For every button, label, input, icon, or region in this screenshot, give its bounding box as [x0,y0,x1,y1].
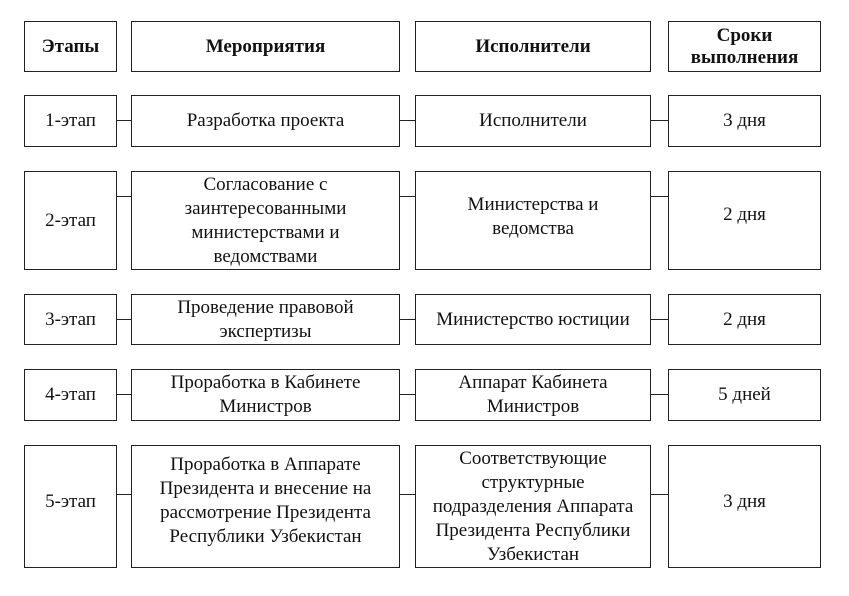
stage-box-3: 3-этап [24,294,117,345]
executor-line: Министров [486,396,580,417]
executor-box-1: Исполнители [415,95,651,147]
activity-line: ведомствами [213,245,318,267]
deadline-box-4: 5 дней [668,369,821,421]
deadline-label: 3 дня [723,490,766,512]
activity-text: Разработка проекта [187,109,345,133]
executor-box-4: Аппарат Кабинета Министров [415,369,651,421]
header-deadline-line2: выполнения [690,46,799,68]
connector-line [400,120,415,121]
connector-line [651,196,668,197]
deadline-label: 2 дня [723,203,766,225]
activity-text: Проведение правовой экспертизы [177,296,353,344]
deadline-label: 2 дня [723,308,766,330]
deadline-label: 3 дня [723,110,766,131]
connector-line [651,120,668,121]
executor-line: Узбекистан [486,543,580,565]
connector-line [117,494,131,495]
activity-line: Республики Узбекистан [169,525,362,547]
deadline-box-3: 2 дня [668,294,821,345]
activity-line: экспертизы [219,320,312,342]
executor-line: Министерства и [467,193,599,215]
header-executors: Исполнители [415,21,651,72]
connector-line [117,196,131,197]
executor-line: Аппарат Кабинета [458,372,608,393]
connector-line [400,494,415,495]
stage-label: 4-этап [45,384,96,405]
executor-line: Министерство юстиции [436,308,630,330]
header-deadline-label: Сроки выполнения [691,25,799,69]
activity-box-1: Разработка проекта [131,95,400,147]
stage-box-5: 5-этап [24,445,117,568]
connector-line [651,319,668,320]
activity-line: заинтересованными [184,197,347,219]
executor-text: Министерство юстиции [436,308,630,332]
connector-line [117,319,131,320]
stage-label: 2-этап [45,209,96,231]
activity-text: Проработка в Кабинете Министров [171,371,361,419]
activity-line: Согласование с [203,173,328,195]
activity-line: рассмотрение Президента [160,501,371,523]
executor-line: подразделения Аппарата [432,495,634,517]
activity-line: Министров [219,396,312,417]
connector-line [117,394,131,395]
header-stage: Этапы [24,21,117,72]
connector-line [651,494,668,495]
stage-box-1: 1-этап [24,95,117,147]
connector-line [400,196,415,197]
executor-text: Соответствующие структурные подразделени… [433,447,634,567]
stage-label: 3-этап [45,308,96,330]
stage-box-4: 4-этап [24,369,117,421]
executor-box-2: Министерства и ведомства [415,171,651,270]
connector-line [651,394,668,395]
activity-text: Проработка в Аппарате Президента и внесе… [160,453,372,549]
header-stage-label: Этапы [41,35,100,57]
deadline-box-2: 2 дня [668,171,821,270]
activity-line: министерствами и [191,221,340,243]
header-deadline-line1: Сроки [716,24,773,46]
deadline-box-5: 3 дня [668,445,821,568]
executor-line: Президента Республики [435,519,631,541]
activity-line: Разработка проекта [186,110,345,131]
header-executors-label: Исполнители [475,35,591,57]
activity-box-2: Согласование с заинтересованными министе… [131,171,400,270]
activity-line: Президента и внесение на [159,477,372,499]
activity-line: Проработка в Аппарате [170,453,361,475]
stage-label: 5-этап [45,490,96,512]
executor-line: Исполнители [479,110,587,131]
activity-box-5: Проработка в Аппарате Президента и внесе… [131,445,400,568]
stage-label: 1-этап [45,110,96,131]
executor-line: ведомства [492,217,574,239]
header-activity: Мероприятия [131,21,400,72]
executor-line: Соответствующие [459,447,607,469]
executor-text: Исполнители [479,109,587,133]
executor-text: Аппарат Кабинета Министров [458,371,607,419]
activity-box-3: Проведение правовой экспертизы [131,294,400,345]
header-deadline: Сроки выполнения [668,21,821,72]
executor-line: структурные [481,471,585,493]
activity-line: Проработка в Кабинете [170,372,361,393]
executor-box-5: Соответствующие структурные подразделени… [415,445,651,568]
executor-box-3: Министерство юстиции [415,294,651,345]
activity-text: Согласование с заинтересованными министе… [185,173,347,269]
activity-line: Проведение правовой [177,296,354,318]
executor-text: Министерства и ведомства [468,193,599,241]
deadline-box-1: 3 дня [668,95,821,147]
deadline-label: 5 дней [718,384,771,405]
connector-line [400,394,415,395]
stage-box-2: 2-этап [24,171,117,270]
connector-line [117,120,131,121]
header-activity-label: Мероприятия [205,35,326,57]
connector-line [400,319,415,320]
activity-box-4: Проработка в Кабинете Министров [131,369,400,421]
